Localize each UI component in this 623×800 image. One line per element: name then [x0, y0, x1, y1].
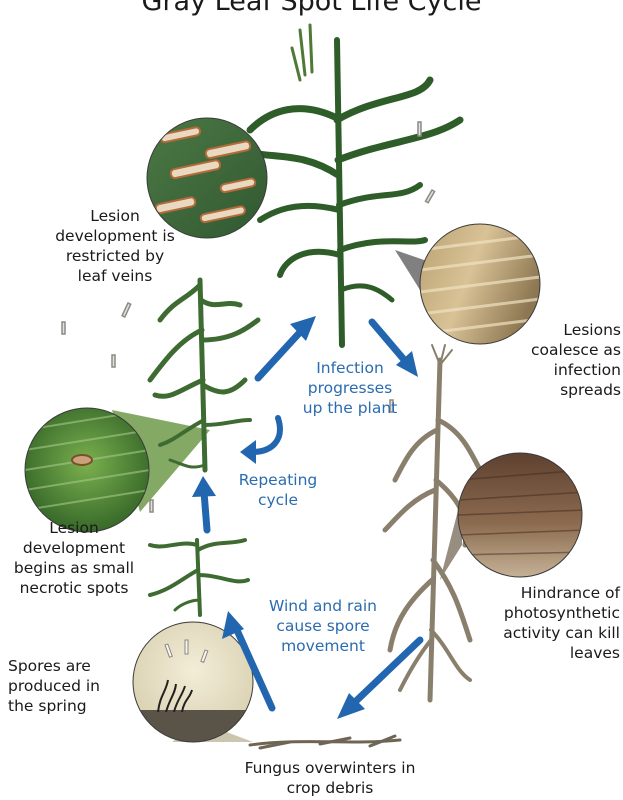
dead-leaf-tissue-photo	[456, 452, 585, 580]
label-lesions-coalesce: Lesions coalesce as infection spreads	[525, 320, 621, 400]
label-fungus-overwinters: Fungus overwinters in crop debris	[215, 758, 445, 798]
repeating-cycle-arrow	[240, 418, 280, 464]
label-spores-produced: Spores are produced in the spring	[8, 656, 118, 716]
label-lesion-restricted: Lesion development is restricted by leaf…	[40, 206, 190, 286]
label-infection-progresses: Infection progresses up the plant	[290, 358, 410, 418]
crop-debris	[250, 736, 400, 748]
label-lesion-begins: Lesion development begins as small necro…	[4, 518, 144, 598]
label-repeating-cycle: Repeating cycle	[228, 470, 328, 510]
medium-corn-plant	[150, 280, 258, 470]
seedling	[150, 540, 248, 615]
label-hindrance: Hindrance of photosynthetic activity can…	[488, 583, 620, 663]
label-wind-rain: Wind and rain cause spore movement	[256, 596, 390, 656]
arrow-up-to-medium-plant	[192, 476, 216, 530]
